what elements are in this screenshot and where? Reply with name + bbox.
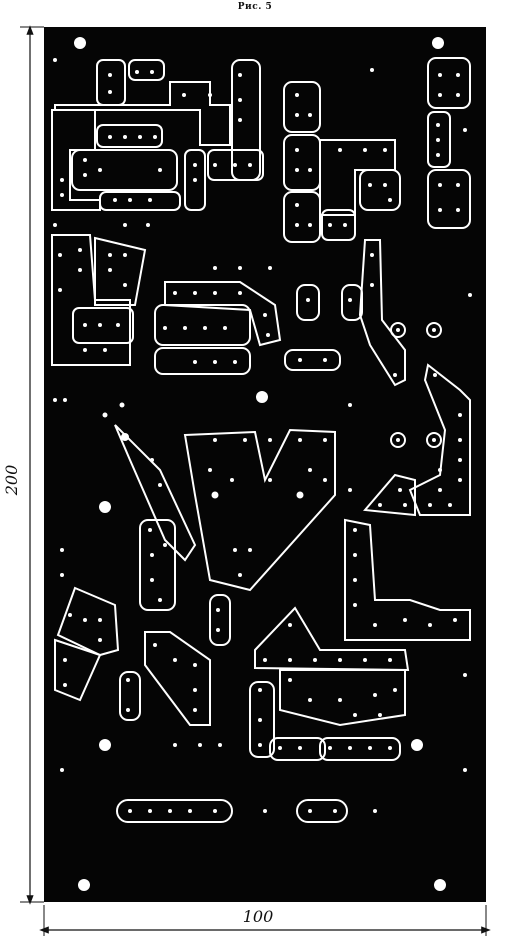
- mounting-hole: [432, 37, 444, 49]
- pad-shape: [154, 304, 251, 346]
- pad-shape: [283, 81, 321, 133]
- figure-caption: Рис. 5: [237, 2, 273, 12]
- pad-ring: [426, 322, 442, 338]
- pad-shape: [154, 347, 251, 375]
- pad-shape: [279, 669, 406, 727]
- pad-shape: [119, 671, 141, 721]
- pad-shape: [54, 638, 102, 702]
- pad-ring: [426, 432, 442, 448]
- pad-shape: [51, 109, 101, 211]
- copper-pads: [51, 57, 471, 823]
- pad-shape: [296, 799, 348, 823]
- pad-ring: [390, 432, 406, 448]
- pad-shape: [427, 111, 451, 168]
- pad-shape: [71, 149, 178, 191]
- pad-shape: [249, 681, 275, 758]
- mounting-hole: [78, 879, 90, 891]
- pad-shape: [284, 349, 341, 371]
- pad-shape: [183, 428, 336, 592]
- pad-shape: [96, 124, 163, 148]
- pad-shape: [139, 519, 176, 611]
- pad-shape: [254, 606, 410, 672]
- pad-shape: [427, 57, 471, 109]
- pad-shape: [319, 139, 396, 216]
- mounting-holes: [74, 37, 446, 891]
- pad-shape: [94, 236, 147, 306]
- pad-shape: [359, 169, 401, 211]
- pad-shape: [114, 424, 197, 562]
- height-dimension-label: 200: [2, 465, 21, 497]
- pad-shape: [144, 631, 211, 726]
- pad-shape: [362, 473, 416, 517]
- pad-shape: [184, 149, 206, 211]
- pad-shape: [116, 799, 233, 823]
- mounting-hole: [256, 391, 268, 403]
- mounting-hole: [411, 739, 423, 751]
- pad-shape: [319, 737, 401, 761]
- mounting-hole: [99, 501, 111, 513]
- pad-shape: [269, 737, 326, 761]
- mounting-hole: [99, 739, 111, 751]
- width-dimension-label: 100: [243, 907, 274, 926]
- pad-shape: [54, 81, 231, 146]
- pad-shape: [283, 191, 321, 243]
- pad-shape: [296, 284, 320, 321]
- pad-shape: [56, 586, 120, 657]
- drill-holes: [53, 58, 472, 813]
- pad-shape: [99, 191, 181, 211]
- pad-shape: [207, 149, 264, 181]
- height-dimension: 200: [2, 25, 44, 905]
- circuit-board: [44, 27, 486, 902]
- width-dimension: 100: [39, 905, 491, 936]
- pad-shape: [72, 307, 134, 344]
- pad-ring: [390, 322, 406, 338]
- pad-shape: [358, 239, 406, 387]
- pad-shape: [321, 209, 356, 241]
- mounting-hole: [74, 37, 86, 49]
- pad-shape: [344, 518, 471, 641]
- mounting-hole: [434, 879, 446, 891]
- pad-shape: [128, 59, 165, 81]
- pad-shape: [341, 284, 363, 321]
- pad-shape: [209, 594, 231, 646]
- pad-shape: [51, 234, 131, 366]
- pad-shape: [427, 169, 471, 229]
